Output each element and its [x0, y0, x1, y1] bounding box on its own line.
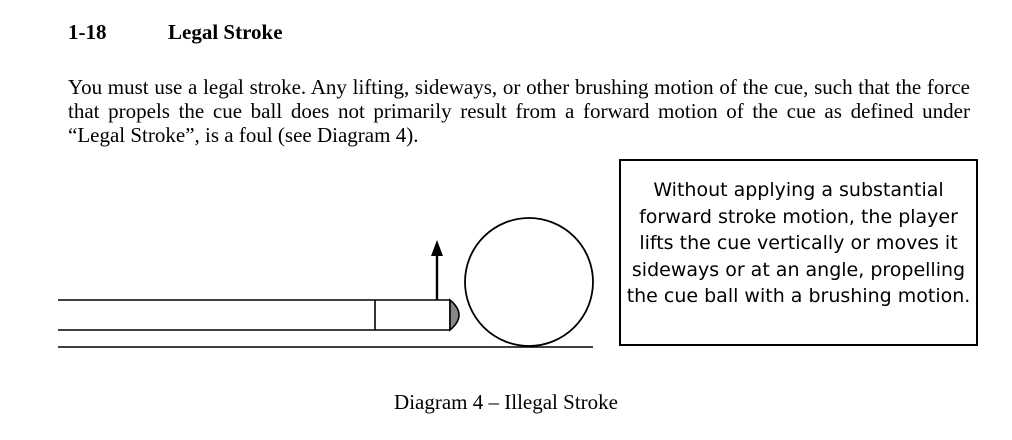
lift-arrow-icon: [431, 240, 443, 300]
cue-stick: [58, 298, 460, 332]
section-heading: 1-18 Legal Stroke: [68, 20, 283, 44]
diagram-callout-box: Without applying a substantial forward s…: [619, 159, 978, 346]
diagram-caption: Diagram 4 – Illegal Stroke: [394, 390, 618, 414]
section-title: Legal Stroke: [168, 20, 283, 44]
cue-ball: [464, 217, 594, 347]
section-number: 1-18: [68, 20, 107, 44]
section-paragraph: You must use a legal stroke. Any lifting…: [68, 75, 970, 147]
cue-tip: [449, 298, 460, 332]
